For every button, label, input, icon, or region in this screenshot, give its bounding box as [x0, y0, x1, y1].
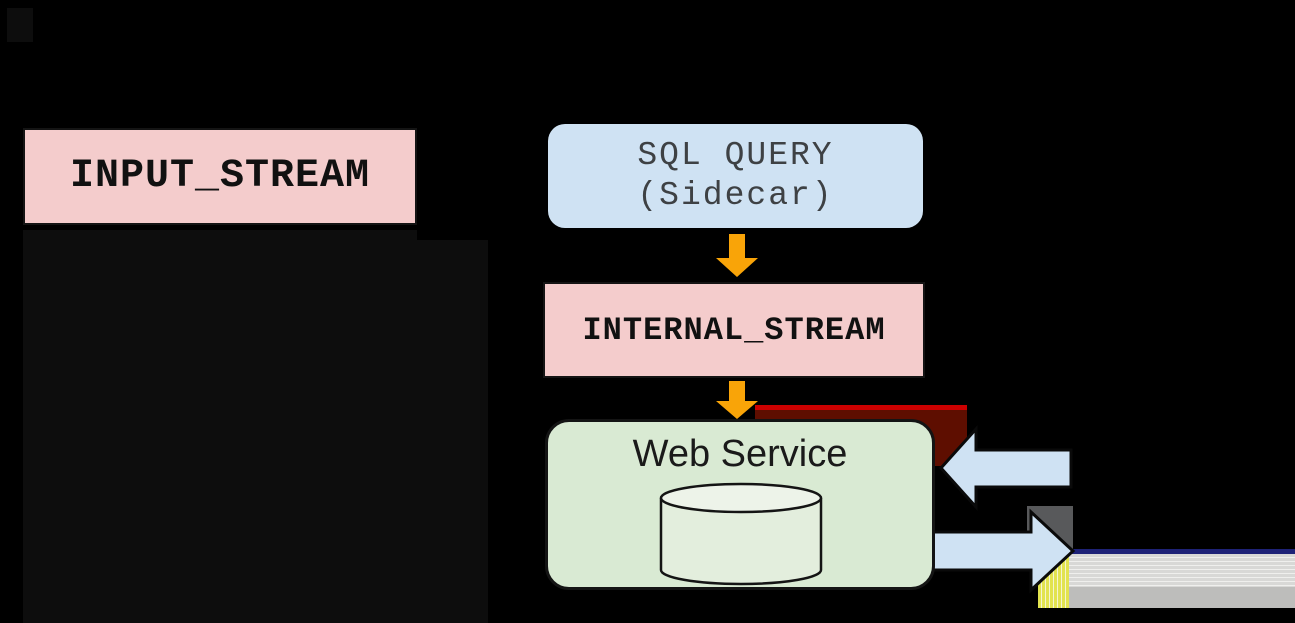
database-cylinder-icon [659, 482, 823, 586]
down-arrow-icon [716, 381, 758, 419]
input-stream-label: INPUT_STREAM [69, 154, 371, 199]
inbound-left-block-arrow-icon [938, 425, 1073, 511]
input-stream-backing-panel-extension [417, 240, 488, 623]
sql-query-label-line1: SQL QUERY [637, 137, 834, 174]
red-line-artifact [755, 405, 967, 410]
internal-stream-node: INTERNAL_STREAM [543, 282, 925, 378]
input-stream-node: INPUT_STREAM [23, 128, 417, 225]
navy-line-artifact [1069, 549, 1295, 554]
corner-artifact [7, 8, 33, 42]
grey-band-lower-artifact [1069, 587, 1295, 608]
sql-query-sidecar-node: SQL QUERY (Sidecar) [548, 124, 923, 228]
down-arrow-icon [716, 234, 758, 277]
web-service-label: Web Service [632, 433, 848, 475]
grey-band-artifact [1069, 554, 1295, 587]
input-stream-backing-panel [23, 230, 417, 623]
web-service-node: Web Service [545, 419, 935, 590]
sql-query-label-line2: (Sidecar) [637, 177, 834, 214]
internal-stream-label: INTERNAL_STREAM [582, 311, 886, 349]
outbound-right-block-arrow-icon [928, 508, 1076, 594]
